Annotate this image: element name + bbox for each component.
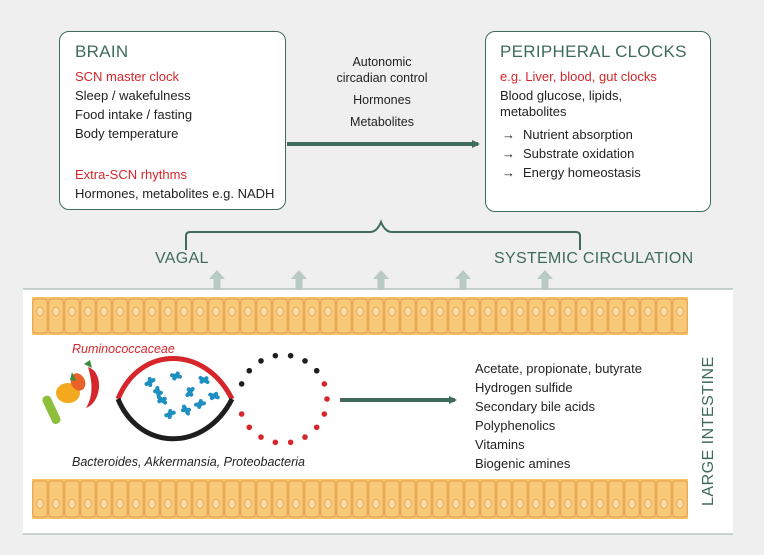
autonomic-line-2: circadian control: [336, 71, 428, 85]
microbiome-figure: [115, 352, 330, 446]
extra-scn-description: Hormones, metabolites e.g. NADH: [75, 186, 275, 201]
peripheral-clocks-box: [485, 31, 711, 212]
metabolite-biogenic-amines: Biogenic amines: [475, 456, 571, 471]
brain-item-food: Food intake / fasting: [75, 107, 193, 122]
metabolite-bile-acids: Secondary bile acids: [475, 399, 595, 414]
effect-substrate-oxidation: Substrate oxidation: [523, 146, 635, 161]
up-arrows: [209, 270, 553, 290]
effect-arrow-icon: →: [502, 146, 515, 161]
peripheral-examples: e.g. Liver, blood, gut clocks: [500, 69, 657, 84]
effect-arrow-icon: →: [502, 165, 515, 180]
metabolite-polyphenolics: Polyphenolics: [475, 418, 556, 433]
peripheral-desc-2: metabolites: [500, 104, 567, 119]
dot-ring: [238, 352, 330, 446]
scn-master-clock: SCN master clock: [75, 69, 180, 84]
brain-box: [59, 31, 286, 210]
metabolite-hydrogen-sulfide: Hydrogen sulfide: [475, 380, 573, 395]
effect-energy-homeostasis: Energy homeostasis: [523, 165, 641, 180]
epithelium-bottom: [32, 479, 688, 519]
brain-item-temperature: Body temperature: [75, 126, 179, 141]
bacteria-cluster: [144, 371, 220, 419]
food-icon: [42, 360, 100, 424]
bacteroides-label: Bacteroides, Akkermansia, Proteobacteria: [72, 455, 305, 469]
brain-title: BRAIN: [75, 42, 129, 61]
metabolite-vitamins: Vitamins: [475, 437, 525, 452]
peripheral-title: PERIPHERAL CLOCKS: [500, 42, 687, 61]
autonomic-line-1: Autonomic: [352, 55, 412, 69]
hormones-label: Hormones: [353, 93, 411, 107]
metabolites-label: Metabolites: [350, 115, 414, 129]
effect-nutrient-absorption: Nutrient absorption: [523, 127, 633, 142]
effect-arrow-icon: →: [502, 127, 515, 142]
ruminococcaceae-label: Ruminococcaceae: [72, 342, 175, 356]
metabolite-scfa: Acetate, propionate, butyrate: [475, 361, 642, 376]
vagal-label: VAGAL: [155, 250, 209, 267]
systemic-circulation-label: SYSTEMIC CIRCULATION: [494, 250, 694, 267]
extra-scn-rhythms: Extra-SCN rhythms: [75, 167, 187, 182]
brain-item-sleep: Sleep / wakefulness: [75, 88, 191, 103]
peripheral-desc-1: Blood glucose, lipids,: [500, 88, 623, 103]
epithelium-top: [32, 297, 688, 335]
route-brace: [185, 219, 581, 250]
large-intestine-label: LARGE INTESTINE: [700, 356, 717, 506]
